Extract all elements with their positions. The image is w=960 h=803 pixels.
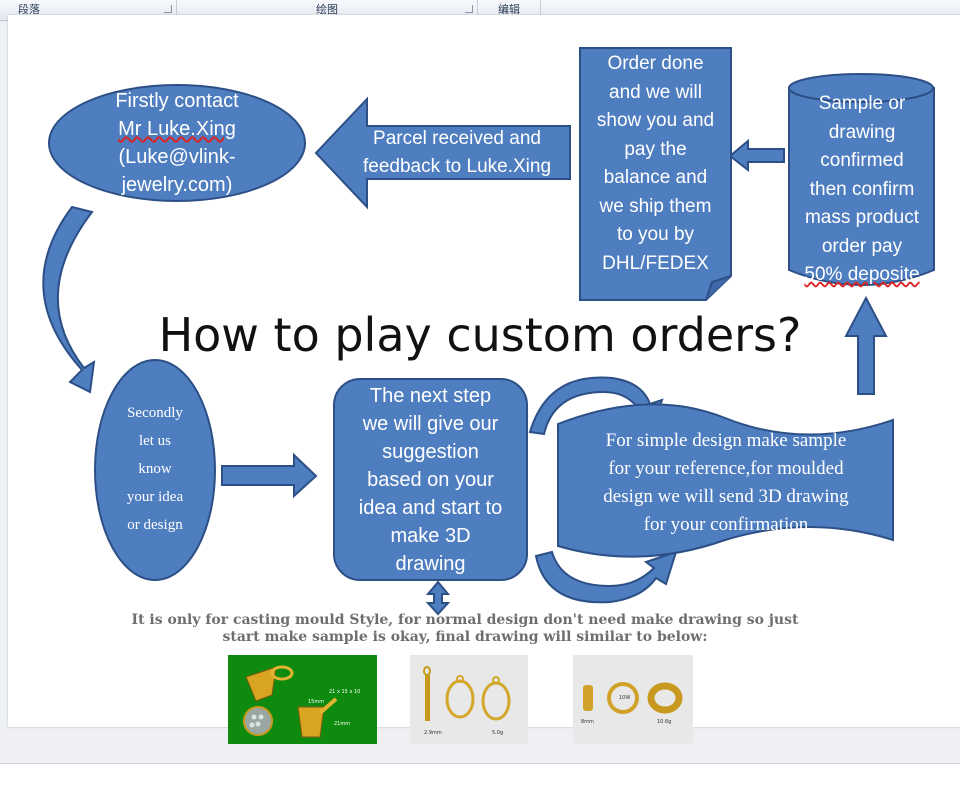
step3-line: idea and start to [358,497,503,519]
thumb3-dim-text: 10.6g [657,719,671,725]
step3-line: make 3D [390,525,471,547]
thumbnail-3d-pendant[interactable]: 21 x 15 x 10 15mm 21mm [228,655,377,744]
dialog-launcher-icon[interactable] [465,5,473,13]
thumb1-dim-text: 21mm [334,721,350,727]
step2-line: Secondly [127,405,183,421]
step5-line: 50% deposite [804,264,920,286]
step-suggestion-label: The next step we will give our suggestio… [336,381,525,579]
step6-line: pay the [624,138,687,160]
step6-line: to you by [616,224,695,245]
step3-line: drawing [395,553,466,575]
step2-line: or design [127,517,183,533]
pendant-render-image: 21 x 15 x 10 15mm 21mm [228,655,377,744]
step6-line: Order done [607,53,704,74]
step3-line: we will give our [362,413,499,435]
step6-line: and we will [609,81,702,103]
footnote-line: start make sample is okay, final drawing… [222,629,708,645]
step5-line: then confirm [809,178,915,200]
step4-line: design we will send 3D drawing [603,486,849,507]
step-contact-label: Firstly contact Mr Luke.Xing (Luke@vlink… [75,86,279,200]
step5-line: confirmed [820,150,904,172]
step6-line: show you and [596,110,715,131]
step2-line: know [138,461,172,477]
step4-line: for your reference,for moulded [608,458,844,479]
ribbon-group-drawing-label: 绘图 [316,3,338,16]
idea-ellipse [94,359,216,581]
thumb1-dim-text: 21 x 15 x 10 [329,689,360,695]
step4-line: For simple design make sample [605,430,847,451]
ribbon-group-editing-label: 编辑 [498,3,520,16]
step5-line: Sample or [818,93,906,115]
right-arrow [221,452,318,499]
ring-render-image: 10W 10.6g 8mm [573,655,693,744]
can-cylinder [788,87,935,286]
wave-banner [557,403,894,558]
ribbon-group-editing[interactable]: 编辑 [478,0,541,20]
left-arrow-small [728,138,785,173]
footnote: It is only for casting mould Style, for … [110,612,820,646]
step5-line: order pay [821,235,903,257]
step1-line: Firstly contact [115,90,239,112]
step3-line: suggestion [382,441,479,463]
step6-line: we ship them [599,195,712,217]
step-order-label: Order done and we will show you and pay … [582,50,729,278]
curved-arrow-bottom [534,550,678,604]
footnote-line: It is only for casting mould Style, for … [131,612,799,628]
thumb2-dim-text: 2.9mm [424,730,442,736]
step2-line: your idea [126,489,184,505]
step-idea-label: Secondly let us know your idea or design [100,396,210,542]
double-arrow [425,580,451,616]
can-top [788,73,934,103]
thumbnail-3d-ring[interactable]: 10W 10.6g 8mm [573,655,693,744]
notes-pane[interactable] [0,763,960,803]
step2-line: let us [138,433,172,449]
left-arrow-big [314,96,571,210]
step7-line: Parcel received and [373,128,541,149]
step3-line: The next step [369,385,492,407]
dialog-launcher-icon[interactable] [164,5,172,13]
step5-line: drawing [828,121,896,143]
ribbon-group-drawing[interactable]: 绘图 [177,0,478,20]
frames-render-image: 2.9mm 5.0g [410,655,528,744]
step5-line: mass product [804,207,920,229]
step-confirm-label: Sample or drawing confirmed then confirm… [791,90,933,290]
ribbon-group-paragraph[interactable]: 段落 [0,0,177,20]
diagram-title: How to play custom orders? [158,308,802,362]
step1-line: (Luke@vlink- [118,146,236,168]
thumb1-dim-text: 15mm [308,699,324,705]
up-arrow [844,295,888,395]
step6-line: DHL/FEDEX [602,252,709,274]
step-sample-label: For simple design make sample for your r… [560,426,892,540]
step7-line: feedback to Luke.Xing [362,156,552,177]
curved-arrow-down [42,205,96,394]
thumbnail-3d-frames[interactable]: 2.9mm 5.0g [410,655,528,744]
thumb2-dim-text: 5.0g [492,730,503,736]
thumb3-dim-text: 10W [619,695,630,701]
thumb3-dim-text: 8mm [581,719,594,725]
step3-line: based on your [367,469,494,491]
step4-line: for your confirmation [643,514,809,535]
contact-ellipse [48,84,306,202]
step6-line: balance and [603,167,708,188]
step-parcel-label: Parcel received and feedback to Luke.Xin… [352,124,562,182]
suggestion-box [333,378,528,581]
step1-line: jewelry.com) [121,174,233,196]
step1-line: Mr Luke.Xing [118,118,236,140]
ribbon-group-paragraph-label: 段落 [18,3,40,16]
